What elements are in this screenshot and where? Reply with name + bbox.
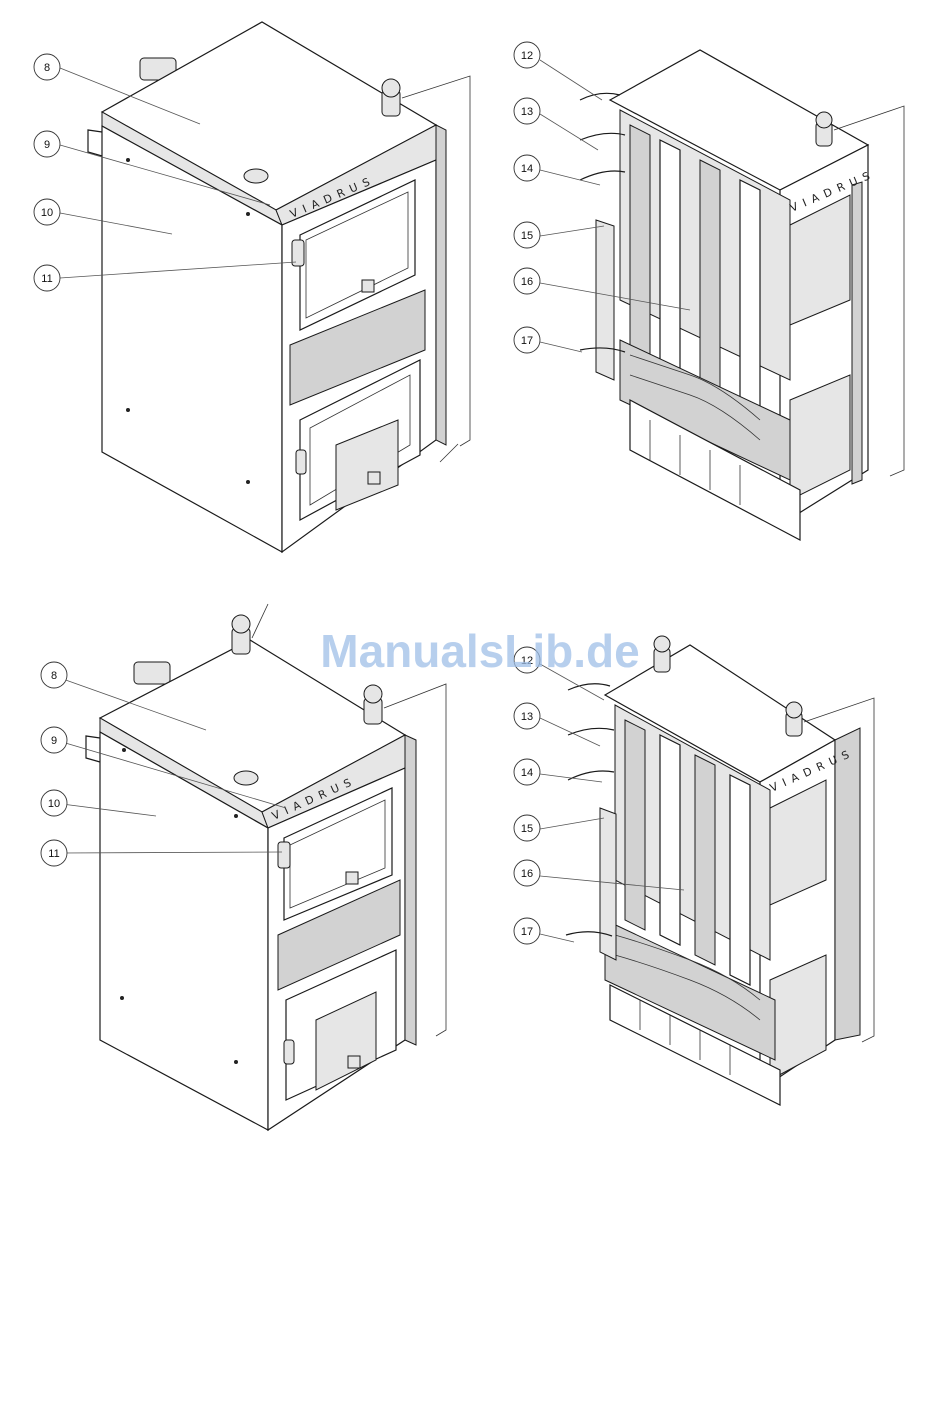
callout-label: 11	[41, 273, 52, 285]
callout-label: 12	[521, 50, 533, 62]
callout-label: 15	[521, 230, 533, 242]
callout-label: 13	[521, 106, 533, 118]
callout-label: 10	[41, 207, 53, 219]
callout-label: 10	[48, 798, 60, 810]
callout-label: 9	[44, 139, 50, 151]
watermark: ManualsLib.de	[290, 624, 670, 678]
callout-label: 9	[51, 735, 57, 747]
boiler-exploded-top: VIADRUS 12 13 14 15 16 17	[514, 42, 904, 540]
boiler-assembled-top: VIADRUS 8 9 10 11	[34, 22, 470, 552]
callout-label: 16	[521, 276, 533, 288]
callout-label: 8	[44, 62, 50, 74]
callout-label: 8	[51, 670, 57, 682]
callout-label: 16	[521, 868, 533, 880]
boiler-exploded-bottom: VIADRUS 12 13 14 15 16 17	[514, 636, 874, 1105]
callout-label: 13	[521, 711, 533, 723]
boiler-assembled-bottom: VIADRUS 8 9 10 11	[41, 604, 446, 1130]
callout-label: 17	[521, 335, 533, 347]
callout-label: 17	[521, 926, 533, 938]
callout-label: 15	[521, 823, 533, 835]
callout-label: 14	[521, 767, 533, 779]
callout-label: 11	[48, 848, 59, 860]
callout-label: 14	[521, 163, 533, 175]
